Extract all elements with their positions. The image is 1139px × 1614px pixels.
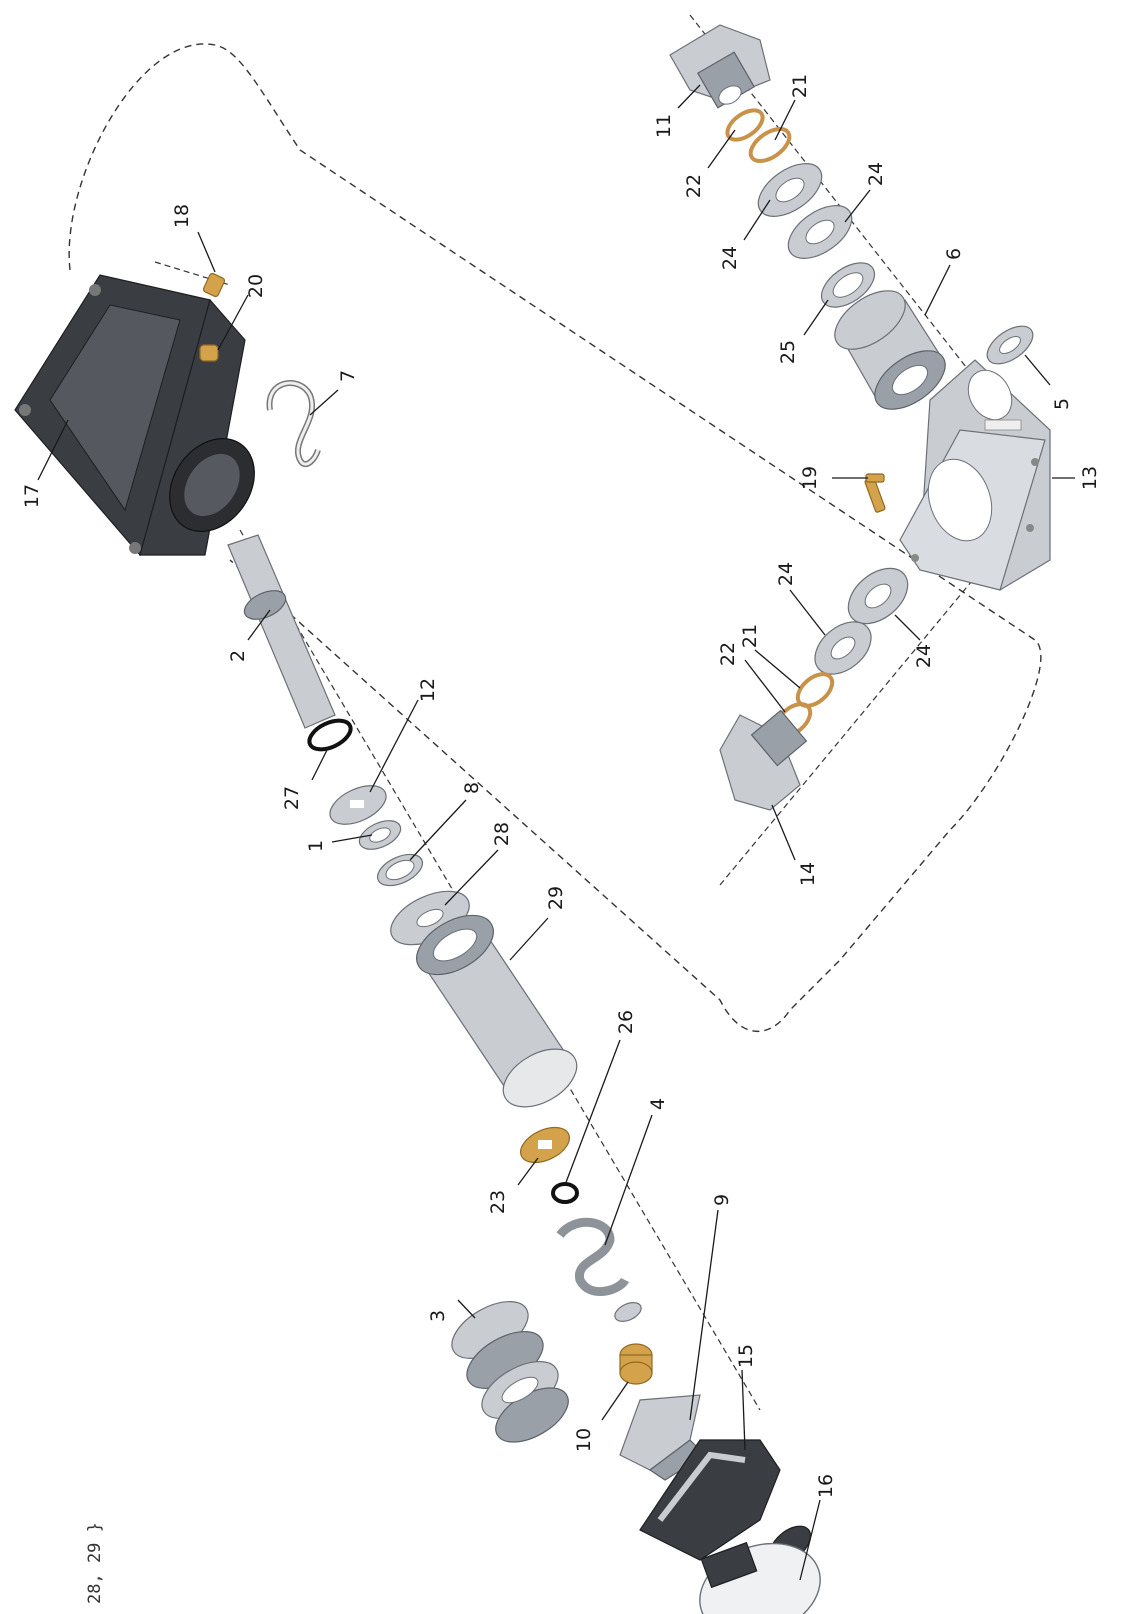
label-part-1: 1: [305, 840, 327, 852]
part-bearing-24-upper-b: [787, 205, 853, 259]
label-part-25: 25: [777, 340, 799, 364]
label-part-29: 29: [545, 886, 567, 910]
label-part-24-lower-b: 24: [775, 562, 797, 586]
label-part-9: 9: [711, 1194, 733, 1206]
part-ring-1: [358, 820, 402, 850]
part-oring-27: [307, 718, 353, 752]
label-part-7: 7: [337, 370, 359, 382]
label-part-12: 12: [417, 678, 439, 702]
part-screw-18: [202, 272, 226, 298]
part-cylinder-29: [416, 914, 578, 1108]
label-part-15: 15: [735, 1344, 757, 1368]
lower-axis: [719, 534, 1011, 886]
part-ring-25: [820, 262, 876, 308]
part-bracket-9: [619, 1394, 706, 1481]
label-part-17: 17: [21, 484, 43, 508]
label-part-20: 20: [245, 274, 267, 298]
part-sleeve-6: [834, 290, 946, 410]
part-gear-14: [719, 709, 808, 811]
part-oring-26: [551, 1182, 579, 1204]
leader-lines: [37, 84, 1075, 1581]
assembly-group-outline: [68, 43, 1042, 1033]
label-part-26: 26: [615, 1010, 637, 1034]
part-washer-23: [519, 1126, 571, 1164]
part-bearing-24-upper-a: [757, 163, 823, 217]
part-bearing-24-lower-b: [814, 621, 872, 675]
label-part-18: 18: [171, 204, 193, 228]
label-part-24-upper-a: 24: [719, 246, 741, 270]
label-part-19: 19: [799, 466, 821, 490]
part-bracket-13: [899, 359, 1051, 591]
label-part-23: 23: [487, 1190, 509, 1214]
part-bearing-24-lower-a: [847, 567, 909, 625]
label-part-27: 27: [281, 786, 303, 810]
part-clip-7: [266, 380, 321, 468]
part-screw-19: [864, 473, 886, 513]
part-ring-21-upper: [748, 127, 792, 163]
part-washer-12: [329, 785, 387, 825]
part-ring-22-upper: [725, 108, 765, 142]
label-part-11: 11: [653, 114, 675, 138]
label-part-3: 3: [427, 1310, 449, 1322]
part-spring-4: [556, 1217, 642, 1322]
label-part-28: 28: [491, 822, 513, 846]
label-part-24-upper-b: 24: [865, 162, 887, 186]
part-cap-16: [699, 1541, 821, 1614]
label-part-21-upper: 21: [789, 74, 811, 98]
part-ring-8: [376, 853, 424, 887]
label-part-16: 16: [815, 1474, 837, 1498]
label-part-5: 5: [1051, 398, 1073, 410]
label-part-13: 13: [1079, 466, 1101, 490]
label-part-10: 10: [573, 1428, 595, 1452]
part-spring-3: [451, 1301, 569, 1443]
label-part-22-lower: 22: [717, 642, 739, 666]
label-part-22-upper: 22: [683, 174, 705, 198]
part-gear-11: [669, 24, 771, 109]
label-part-14: 14: [797, 862, 819, 886]
label-part-24-lower-a: 24: [913, 644, 935, 668]
corner-text: 28, 29 }: [85, 1522, 105, 1604]
label-part-21-lower: 21: [739, 624, 761, 648]
label-part-6: 6: [943, 248, 965, 260]
part-washer-5: [986, 325, 1034, 365]
part-labels: 17 18 20 7 2 27 12 1 8 28 29 26 23 4 9 1…: [21, 74, 1101, 1498]
part-plug-20: [199, 344, 219, 362]
label-part-4: 4: [647, 1098, 669, 1110]
part-housing: [14, 274, 255, 557]
label-part-8: 8: [461, 782, 483, 794]
label-part-2: 2: [227, 650, 249, 662]
part-shaft-2: [227, 534, 336, 729]
part-bushing-10: [619, 1343, 653, 1385]
